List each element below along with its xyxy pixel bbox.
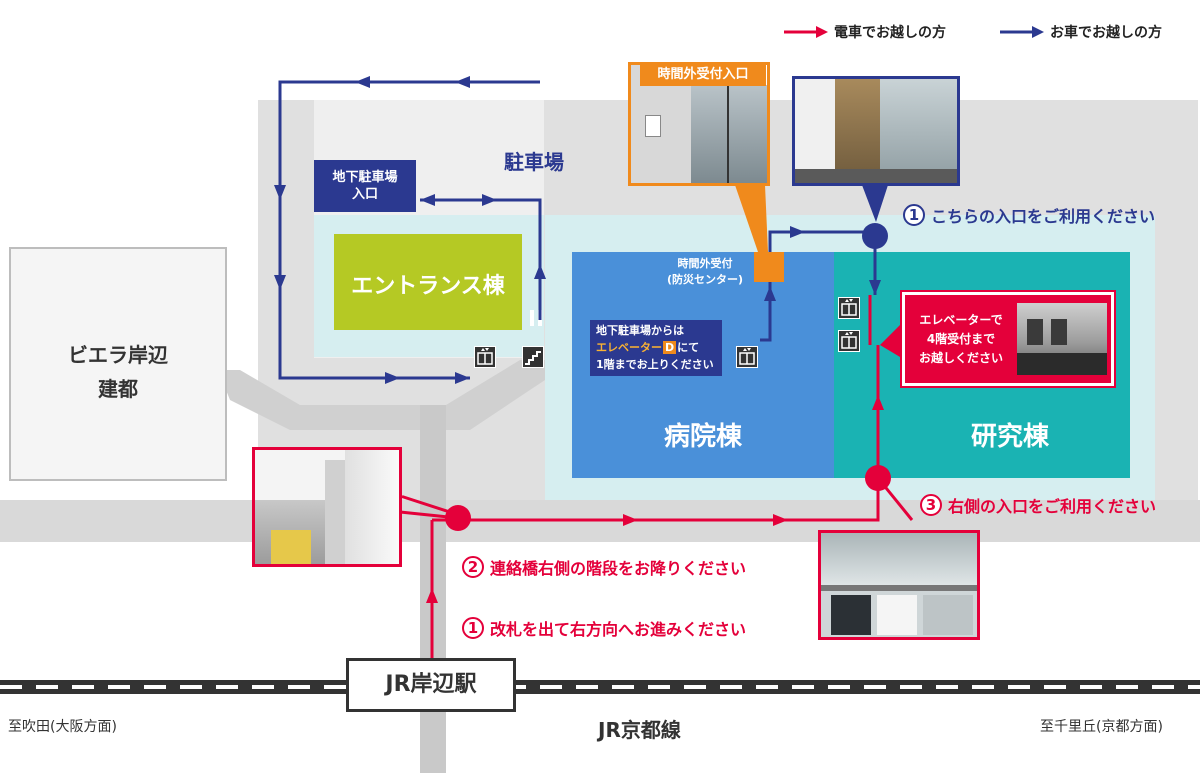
- train-step-2-number: 2: [462, 556, 484, 578]
- car-step-1-number: 1: [903, 204, 925, 226]
- after-hours-pointer: [735, 185, 768, 252]
- parking-label: 駐車場: [504, 150, 564, 174]
- train-step-3: 3 右側の入口をご利用ください: [920, 493, 1156, 517]
- bieira-label-line2: 建都: [98, 377, 138, 401]
- elevator-callout-pointer: [880, 320, 905, 360]
- research-elevator-line2: 4階受付まで: [926, 332, 996, 346]
- connector-elevator-icon-1: [838, 297, 860, 319]
- elevator-d-icon: [736, 346, 758, 368]
- train-step-3-number: 3: [920, 494, 942, 516]
- after-hours-desk-label: 時間外受付 (防災センター): [660, 256, 750, 288]
- train-step-2: 2 連絡橋右側の階段をお降りください: [462, 555, 746, 579]
- bieira-building: [9, 247, 227, 481]
- elevator-icon: [474, 346, 496, 368]
- train-step-1: 1 改札を出て右方向へお進みください: [462, 616, 746, 640]
- elevator-d-line1: 地下駐車場からは: [596, 324, 684, 337]
- train-step-3-text: 右側の入口をご利用ください: [948, 497, 1157, 516]
- bieira-label: ビエラ岸辺 建都: [10, 338, 226, 406]
- research-elevator-line1: エレベーターで: [919, 313, 1003, 327]
- train-step-1-number: 1: [462, 617, 484, 639]
- hospital-building-label: 病院棟: [663, 422, 742, 452]
- research-elevator-text: エレベーターで 4階受付まで お越しください: [909, 311, 1013, 368]
- entrance-photo-pointer: [862, 185, 888, 222]
- underground-parking-line2: 入口: [351, 187, 378, 202]
- underground-parking-line1: 地下駐車場: [332, 170, 398, 185]
- station-box: JR岸辺駅: [346, 658, 516, 712]
- entrance-building-label: エントランス棟: [351, 274, 505, 299]
- to-suita-label: 至吹田(大阪方面): [8, 719, 117, 735]
- underground-parking-badge: 地下駐車場 入口: [314, 160, 416, 212]
- bridge-photo: [252, 447, 402, 567]
- train-arrows: [426, 395, 884, 603]
- blue-arrow-icon: [1000, 26, 1044, 38]
- legend-car: お車でお越しの方: [1000, 22, 1162, 42]
- car-entrance-dot: [862, 223, 888, 249]
- elevator-d-line2-post: にて: [677, 341, 700, 354]
- entrance-building: [334, 234, 522, 330]
- after-hours-entrance-label: 時間外受付入口: [640, 64, 766, 86]
- railway: [0, 680, 1200, 694]
- train-step-2-text: 連絡橋右側の階段をお降りください: [490, 559, 747, 578]
- research-elevator-line3: お越しください: [918, 351, 1003, 365]
- research-entrance-photo: [818, 530, 980, 640]
- legend-train: 電車でお越しの方: [784, 22, 946, 42]
- legend-train-label: 電車でお越しの方: [834, 25, 946, 41]
- connector-building: [834, 252, 890, 478]
- legend-car-label: お車でお越しの方: [1050, 25, 1162, 41]
- after-hours-desk-marker: [754, 252, 784, 282]
- jr-line-label: JR京都線: [598, 718, 681, 742]
- elevator-d-line2-pre: エレベーター: [596, 341, 662, 354]
- elevator-d-line3: 1階までお上りください: [596, 358, 714, 371]
- connector-elevator-icon-2: [838, 330, 860, 352]
- stairs-icon: [522, 346, 544, 368]
- research-elevator-callout: エレベーターで 4階受付まで お越しください: [900, 290, 1116, 388]
- car-entrance-photo: [792, 76, 960, 186]
- research-building-label: 研究棟: [970, 422, 1049, 452]
- red-arrow-icon: [784, 26, 828, 38]
- bridge-road: [218, 370, 420, 430]
- train-step-1-text: 改札を出て右方向へお進みください: [490, 620, 747, 639]
- plaza-road: [446, 360, 545, 430]
- after-hours-desk-line2: (防災センター): [666, 273, 744, 286]
- car-step-1: 1 こちらの入口をご利用ください: [903, 203, 1155, 227]
- research-entrance-dot: [865, 465, 891, 491]
- after-hours-desk-line1: 時間外受付: [677, 257, 733, 270]
- car-step-1-text: こちらの入口をご利用ください: [931, 207, 1156, 226]
- elevator-d-letter: D: [663, 341, 677, 354]
- to-senrioka-label: 至千里丘(京都方面): [1040, 719, 1163, 735]
- bieira-label-line1: ビエラ岸辺: [68, 343, 168, 367]
- research-lobby-photo: [1017, 303, 1107, 375]
- car-arrows: [274, 76, 881, 384]
- bridge-stairs-dot: [445, 505, 471, 531]
